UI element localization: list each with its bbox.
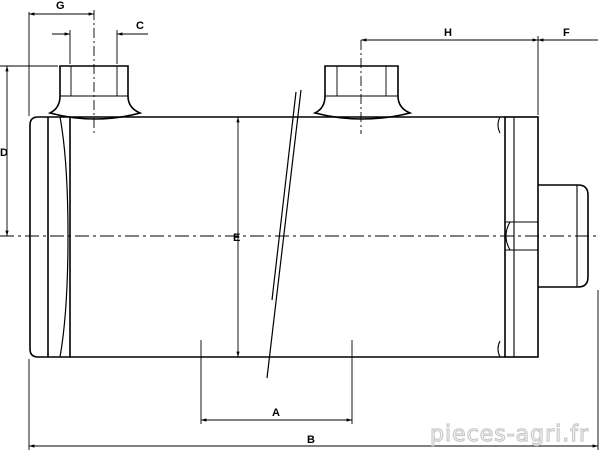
label-e: E — [233, 232, 240, 244]
label-d: D — [0, 147, 8, 159]
right-gland — [497, 116, 539, 358]
label-c: C — [136, 20, 144, 32]
dimension-c — [52, 30, 148, 64]
label-g: G — [56, 0, 65, 12]
dimension-a — [200, 340, 353, 424]
left-oil-port — [47, 65, 143, 120]
right-oil-port — [312, 65, 413, 120]
label-a: A — [272, 407, 280, 419]
dimension-g — [28, 12, 94, 116]
break-lines — [266, 89, 302, 379]
label-b: B — [307, 434, 315, 446]
cylinder-barrel — [70, 116, 505, 358]
dimension-b — [28, 290, 599, 450]
dimension-d — [0, 65, 58, 236]
label-f: F — [563, 27, 570, 39]
left-end-cap — [29, 116, 71, 358]
label-h: H — [444, 27, 452, 39]
piston-rod — [538, 184, 589, 288]
dimension-f — [537, 36, 598, 115]
watermark: pieces-agri.fr — [430, 422, 589, 447]
